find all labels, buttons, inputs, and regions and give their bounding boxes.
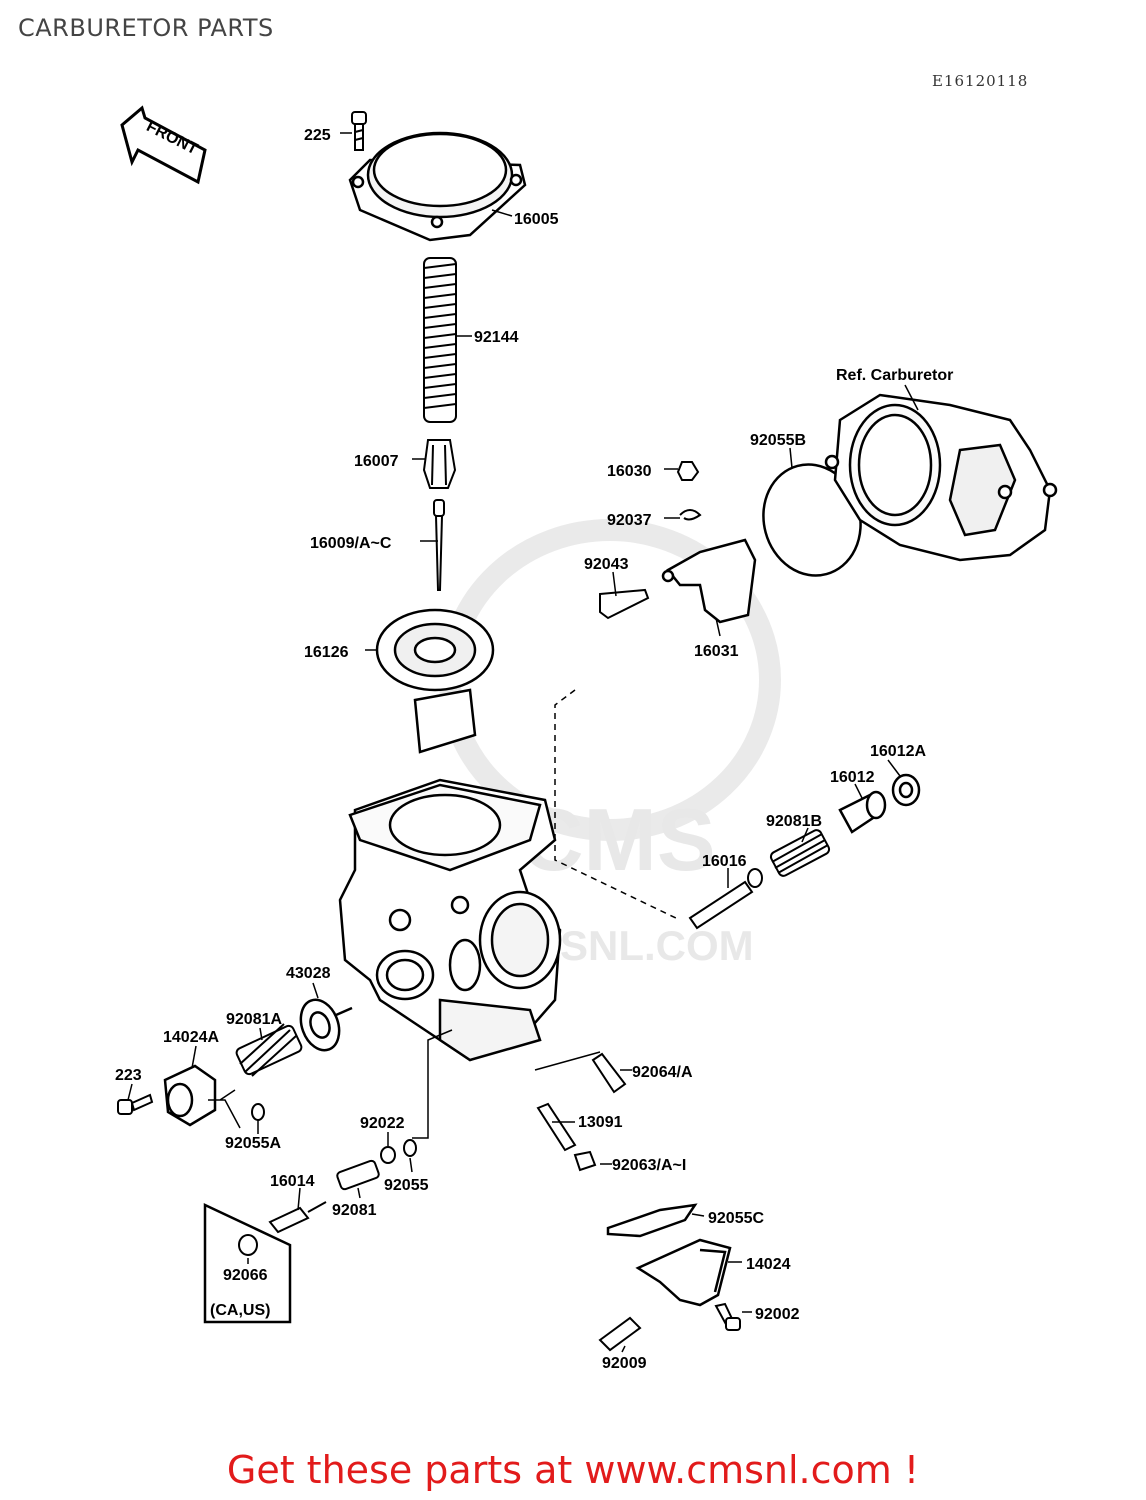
washer-92022-icon xyxy=(380,1146,396,1164)
diagram-code: E16120118 xyxy=(932,72,1029,90)
part-label-92144: 92144 xyxy=(474,329,519,346)
part-label-92043: 92043 xyxy=(584,556,629,573)
part-label-92055a: 92055A xyxy=(225,1135,281,1152)
spring-92081a-icon xyxy=(235,1023,303,1077)
part-label-14024a: 14024A xyxy=(163,1029,219,1046)
diaphragm-16126-icon xyxy=(375,608,495,754)
clip-92037-icon xyxy=(679,509,702,521)
ref-carburetor-housing-icon xyxy=(824,393,1058,562)
part-label-43028: 43028 xyxy=(286,965,331,982)
o-ring-92055-icon xyxy=(403,1139,417,1157)
plunger-cap-16012a-icon xyxy=(891,773,921,807)
main-jet-92063-icon xyxy=(573,1150,597,1172)
part-label-92064: 92064/A xyxy=(632,1064,693,1081)
part-label-92055c: 92055C xyxy=(708,1210,764,1227)
page-title: CARBURETOR PARTS xyxy=(18,14,274,42)
exploded-parts-diagram: CMS SNL.COM FRONT xyxy=(115,105,1058,1372)
pilot-jet-13091-icon xyxy=(536,1102,577,1152)
part-label-225: 225 xyxy=(304,127,331,144)
part-label-16012: 16012 xyxy=(830,769,875,786)
part-label-92055b: 92055B xyxy=(750,432,806,449)
plunger-nut-16012-icon xyxy=(838,790,887,834)
pilot-screw-16014-icon xyxy=(268,1201,327,1234)
diaphragm-43028-icon xyxy=(299,998,353,1052)
spring-92081b-icon xyxy=(769,829,831,877)
leader-lines xyxy=(127,132,919,1353)
top-cover-16005-icon xyxy=(348,131,527,242)
spring-92144-icon xyxy=(423,257,457,423)
part-label-92066: 92066 xyxy=(223,1267,268,1284)
gasket-92055c-icon xyxy=(606,1203,698,1238)
part-label-16016: 16016 xyxy=(702,853,747,870)
part-label-13091: 13091 xyxy=(578,1114,623,1131)
front-arrow-icon: FRONT xyxy=(120,105,207,185)
part-label-92081a: 92081A xyxy=(226,1011,282,1028)
jet-needle-16009-icon xyxy=(433,499,445,591)
carburetor-body-icon xyxy=(338,778,562,1062)
part-label-92055: 92055 xyxy=(384,1177,429,1194)
float-bowl-14024-icon xyxy=(635,1238,732,1307)
ref-carburetor-label: Ref. Carburetor xyxy=(836,367,953,384)
part-label-16031: 16031 xyxy=(694,643,739,660)
part-label-92037: 92037 xyxy=(607,512,652,529)
drain-screw-92009-icon xyxy=(598,1316,642,1352)
cover-14024a-icon xyxy=(163,1064,217,1127)
plunger-16016-icon xyxy=(688,868,763,930)
part-label-92009: 92009 xyxy=(602,1355,647,1372)
plug-92066-icon xyxy=(238,1234,258,1256)
part-label-16014: 16014 xyxy=(270,1173,315,1190)
part-label-92063: 92063/A~I xyxy=(612,1157,686,1174)
needle-holder-16007-icon xyxy=(422,439,457,489)
spring-92081-icon xyxy=(336,1159,380,1191)
part-label-16007: 16007 xyxy=(354,453,399,470)
part-label-16005: 16005 xyxy=(514,211,559,228)
watermark-url: SNL.COM xyxy=(560,922,754,969)
footer-link-text[interactable]: Get these parts at www.cmsnl.com ! xyxy=(226,1448,920,1492)
part-label-16012a: 16012A xyxy=(870,743,926,760)
part-label-92081: 92081 xyxy=(332,1202,377,1219)
part-label-14024: 14024 xyxy=(746,1256,791,1273)
part-label-92022: 92022 xyxy=(360,1115,405,1132)
assembly-leader-line xyxy=(554,689,681,921)
part-label-92002: 92002 xyxy=(755,1306,800,1323)
screw-225-icon xyxy=(351,111,367,151)
part-label-16126: 16126 xyxy=(304,644,349,661)
part-label-16030: 16030 xyxy=(607,463,652,480)
screw-223-icon xyxy=(117,1093,154,1115)
part-label-92081b: 92081B xyxy=(766,813,822,830)
float-16031-icon xyxy=(661,538,757,624)
part-label-223: 223 xyxy=(115,1067,142,1084)
screw-92064-icon xyxy=(591,1052,627,1094)
float-pin-92043-icon xyxy=(599,588,650,620)
part-label-ca-us: (CA,US) xyxy=(210,1302,270,1319)
part-label-16009: 16009/A~C xyxy=(310,535,392,552)
float-valve-16030-icon xyxy=(676,461,700,481)
o-ring-92055a-icon xyxy=(251,1103,265,1121)
screw-92002-icon xyxy=(714,1302,741,1331)
